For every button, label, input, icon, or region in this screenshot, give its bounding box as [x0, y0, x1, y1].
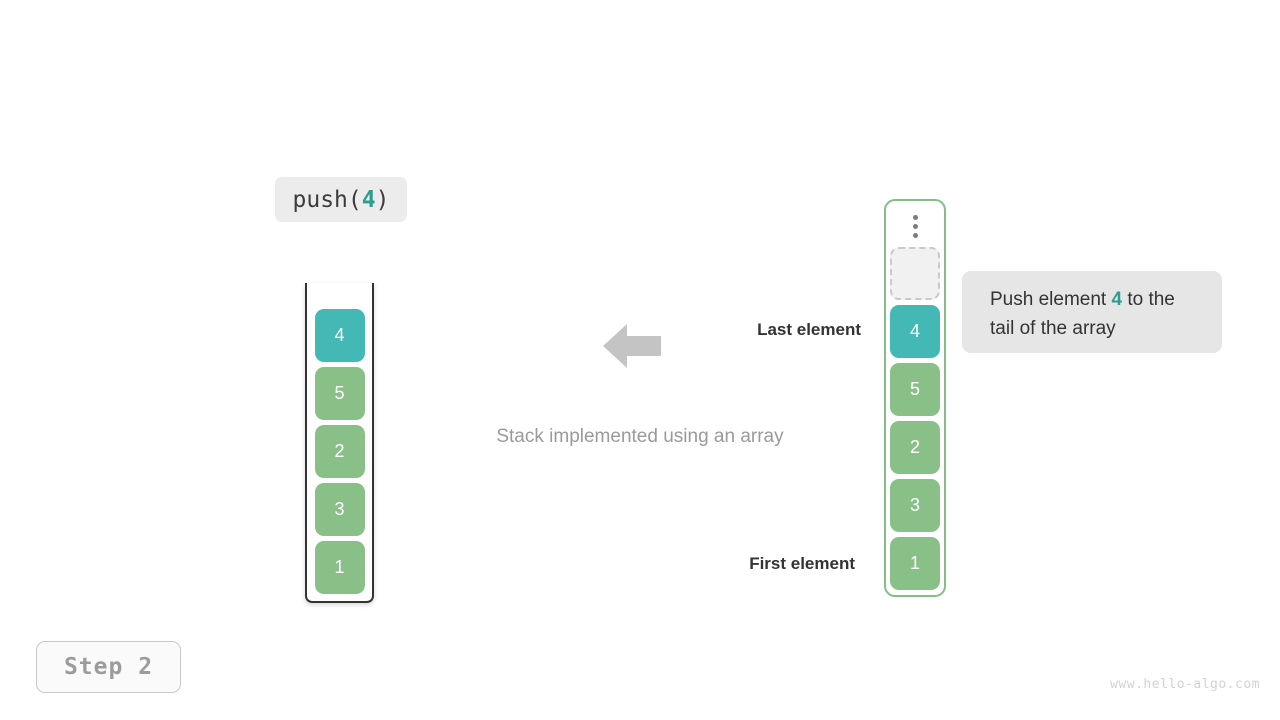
ellipsis-dot: [912, 232, 918, 238]
last-element-label: Last element: [757, 320, 861, 339]
vertical-ellipsis-icon: [912, 214, 918, 238]
stack-cell: 1: [314, 541, 365, 594]
first-element-label: First element: [749, 554, 855, 573]
watermark: www.hello-algo.com: [1110, 677, 1260, 692]
stack-cell: 2: [314, 425, 365, 478]
stack-cell: 3: [314, 483, 365, 536]
array-cell: 2: [890, 421, 940, 474]
operation-prefix: push(: [292, 186, 362, 213]
array-cell: 5: [890, 363, 940, 416]
array-container: 4 5 2 3 1: [884, 199, 946, 597]
explanation-tooltip: Push element 4 to the tail of the array: [962, 271, 1222, 353]
array-cell: 1: [890, 537, 940, 590]
tooltip-text-before: Push element: [990, 289, 1112, 310]
ellipsis-dot: [912, 223, 918, 229]
array-cell-empty: [890, 247, 940, 300]
tooltip-text-after: to the tail of the array: [990, 289, 1175, 339]
array-cell: 3: [890, 479, 940, 532]
stack-caption: Stack implemented using an array: [496, 426, 784, 447]
operation-suffix: ): [375, 186, 390, 213]
operation-value: 4: [361, 186, 376, 213]
array-cell-list: 4 5 2 3 1: [890, 247, 940, 590]
step-badge: Step 2: [36, 641, 181, 693]
stack-cell-list: 1 3 2 5 4: [307, 309, 372, 594]
stack-container: 1 3 2 5 4: [305, 283, 374, 603]
operation-label: push(4): [275, 177, 407, 222]
tooltip-accent-value: 4: [1111, 289, 1123, 310]
array-cell-highlighted: 4: [890, 305, 940, 358]
arrow-left-icon: [603, 324, 661, 368]
stack-cell-highlighted: 4: [314, 309, 365, 362]
ellipsis-dot: [912, 214, 918, 220]
stack-cell: 5: [314, 367, 365, 420]
